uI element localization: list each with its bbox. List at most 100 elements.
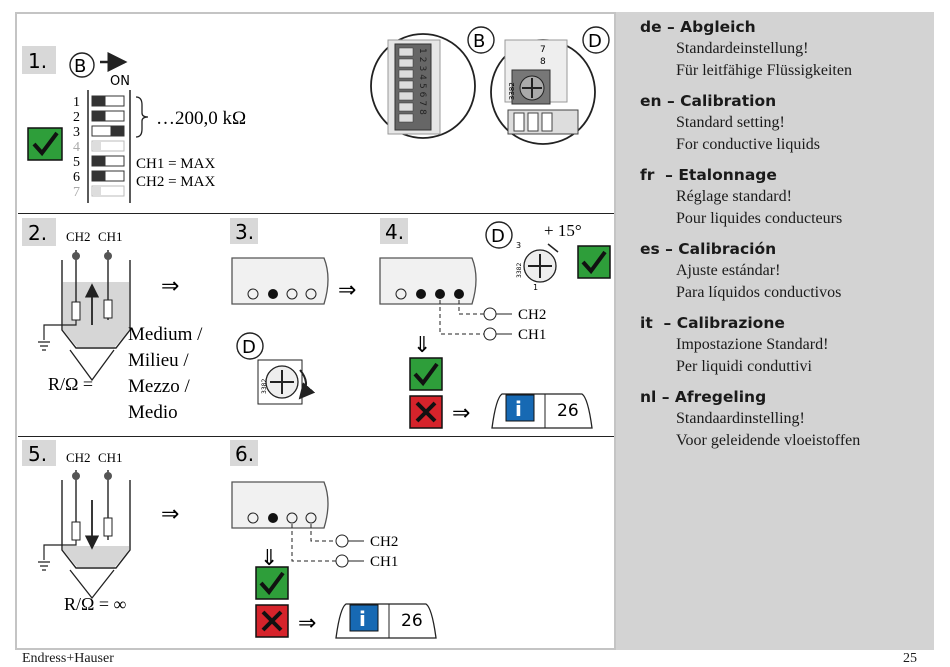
medium-line-1: Medium / [128, 324, 203, 345]
r-ohm-label: R/Ω = [48, 374, 93, 394]
info-icon-step6: i [359, 607, 366, 631]
switch-num-1: 1 [73, 95, 80, 110]
lang-line: Per liquidi conduttivi [676, 358, 812, 375]
switch-num-6: 6 [73, 170, 80, 185]
lang-title-en: Calibration [680, 92, 777, 110]
switch-on-label: ON [110, 74, 130, 89]
lang-code-nl: nl [640, 388, 657, 406]
label-d-step4: D [491, 226, 505, 247]
section-divider-2 [18, 436, 614, 437]
plus-15-label: + 15° [544, 221, 582, 240]
rotary-small-num: 3 [516, 241, 521, 250]
switch-num-3: 3 [73, 125, 80, 140]
switch-num-4: 4 [73, 140, 80, 155]
dip-numbers: 12345678 [417, 48, 427, 115]
switch-num-7: 7 [73, 185, 80, 200]
lang-line: For conductive liquids [676, 136, 820, 153]
zoom-label-b: B [473, 31, 485, 52]
ch1-max-label: CH1 = MAX [136, 156, 215, 172]
electrode-ch1-label: CH1 [98, 229, 123, 244]
device-panel-6 [231, 481, 329, 529]
switch-num-5: 5 [73, 155, 80, 170]
rotary-small-one: 1 [533, 283, 538, 292]
medium-line-3: Mezzo / [128, 376, 190, 397]
lang-line: Ajuste estándar! [676, 262, 781, 279]
lang-line: Voor geleidende vloeistoffen [676, 432, 861, 449]
info-icon-step4: i [515, 397, 522, 421]
step-1-label: 1. [28, 49, 47, 73]
lang-title-fr: Etalonnage [678, 166, 777, 184]
rotary-num-8: 8 [540, 57, 546, 67]
implies-arrow-4: ⇒ [452, 401, 470, 426]
down-arrow-step6: ⇓ [260, 546, 278, 571]
implies-arrow-3: ⇒ [338, 278, 356, 303]
step-4-label: 4. [385, 220, 404, 244]
output-ch1-step4: CH1 [518, 327, 546, 343]
lang-title-es: Calibración [678, 240, 777, 258]
device-panel-3 [231, 257, 329, 305]
section-divider-1 [18, 213, 614, 214]
lang-line: Impostazione Standard! [676, 336, 829, 353]
switch-num-2: 2 [73, 110, 80, 125]
brand-footer: Endress+Hauser [22, 651, 114, 666]
label-b: B [74, 56, 86, 77]
electrode-ch2-label-5: CH2 [66, 450, 91, 465]
rotary-code: 3382 [508, 82, 516, 100]
resistance-value: …200,0 kΩ [156, 108, 246, 129]
implies-arrow-5: ⇒ [161, 502, 179, 527]
electrode-ch1-label-5: CH1 [98, 450, 123, 465]
lang-code-fr: fr [640, 166, 655, 184]
check-icon-rotary [577, 245, 611, 279]
lang-code-en: en [640, 92, 662, 110]
rotary-code-step3: 3382 [261, 379, 268, 394]
lang-title-de: Abgleich [680, 18, 756, 36]
zoom-label-d: D [588, 31, 602, 52]
step-6-label: 6. [235, 442, 254, 466]
implies-arrow-2: ⇒ [161, 274, 179, 299]
step-2-label: 2. [28, 221, 47, 245]
lang-line: Standardeinstellung! [676, 40, 809, 57]
info-page-step6: 26 [401, 611, 423, 631]
ch2-max-label: CH2 = MAX [136, 174, 215, 190]
r-ohm-infinity-label: R/Ω = ∞ [64, 594, 127, 614]
check-icon-step4 [409, 357, 443, 391]
output-ch1-step6: CH1 [370, 554, 398, 570]
label-d-step3: D [242, 337, 256, 358]
lang-line: Für leitfähige Flüssigkeiten [676, 62, 852, 79]
lang-line: Standard setting! [676, 114, 785, 131]
lang-code-es: es [640, 240, 660, 258]
implies-arrow-6: ⇒ [298, 611, 316, 636]
lang-block-it: it – Calibrazione Impostazione Standard!… [640, 312, 828, 378]
medium-line-2: Milieu / [128, 350, 189, 371]
medium-line-4: Medio [128, 402, 178, 423]
output-ch2-step6: CH2 [370, 534, 398, 550]
lang-line: Réglage standard! [676, 188, 792, 205]
lang-line: Pour liquides conducteurs [676, 210, 843, 227]
lang-code-de: de [640, 18, 662, 36]
diagram-frame [15, 12, 616, 650]
info-page-step4: 26 [557, 401, 579, 421]
lang-title-it: Calibrazione [676, 314, 785, 332]
language-panel [616, 12, 934, 650]
step-5-label: 5. [28, 442, 47, 466]
page-number: 25 [903, 651, 917, 666]
lang-block-en: en – Calibration Standard setting! For c… [640, 90, 820, 156]
electrode-ch2-label: CH2 [66, 229, 91, 244]
device-panel-4 [379, 257, 477, 305]
lang-block-es: es – Calibración Ajuste estándar! Para l… [640, 238, 841, 304]
check-icon [27, 127, 63, 161]
lang-line: Para líquidos conductivos [676, 284, 842, 301]
output-ch2-step4: CH2 [518, 307, 546, 323]
lang-block-fr: fr – Etalonnage Réglage standard! Pour l… [640, 164, 842, 230]
lang-block-nl: nl – Afregeling Standaardinstelling! Voo… [640, 386, 860, 452]
lang-line: Standaardinstelling! [676, 410, 805, 427]
rotary-num-7: 7 [540, 45, 546, 55]
check-icon-step6 [255, 566, 289, 600]
down-arrow-step4: ⇓ [413, 333, 431, 358]
step-3-label: 3. [235, 220, 254, 244]
lang-block-de: de – Abgleich Standardeinstellung! Für l… [640, 16, 852, 82]
lang-code-it: it [640, 314, 653, 332]
rotary-small-code: 3382 [516, 263, 523, 278]
lang-title-nl: Afregeling [674, 388, 767, 406]
